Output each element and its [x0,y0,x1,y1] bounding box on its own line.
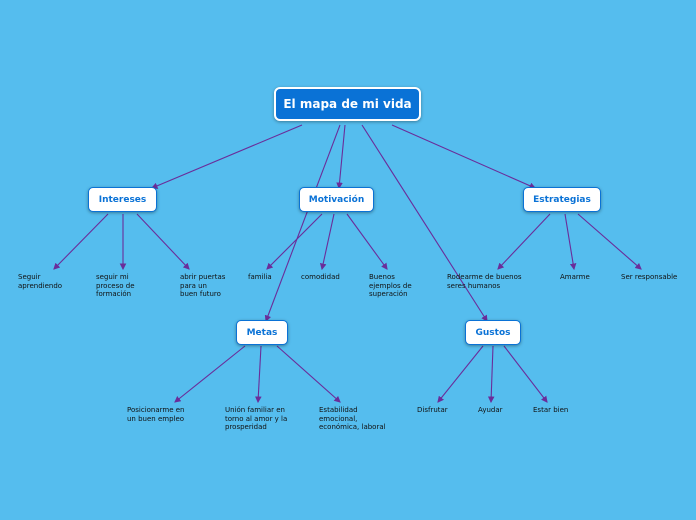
node-intereses[interactable]: Intereses [88,187,157,212]
link-estrategias-leaf-3 [577,213,642,270]
leaf-metas-1[interactable]: Posicionarme en un buen empleo [127,406,185,423]
leaf-gustos-1[interactable]: Disfrutar [417,406,448,414]
node-motivacion[interactable]: Motivación [299,187,374,212]
link-gustos-leaf-3 [503,345,548,403]
link-estrategias-leaf-2 [564,213,577,271]
link-root-intereses [150,124,303,189]
leaf-estrategias-1[interactable]: Rodearme de buenos seres humanos [447,273,522,290]
node-label: Motivación [308,194,365,205]
root-node[interactable]: El mapa de mi vida [274,87,421,121]
node-metas[interactable]: Metas [236,320,288,345]
link-motivacion-leaf-3 [346,213,388,270]
link-metas-leaf-2 [254,345,262,404]
leaf-estrategias-2[interactable]: Amarme [560,273,590,281]
link-root-motivacion [336,124,346,190]
leaf-intereses-2[interactable]: seguir mi proceso de formación [96,273,135,298]
link-root-estrategias [391,124,537,189]
leaf-motivacion-1[interactable]: familia [248,273,272,281]
node-label: Intereses [98,194,147,205]
leaf-metas-3[interactable]: Estabilidad emocional, económica, labora… [319,406,386,431]
leaf-gustos-3[interactable]: Estar bien [533,406,569,414]
link-metas-leaf-3 [276,345,341,403]
link-root-gustos [361,124,488,322]
link-root-metas [264,124,341,323]
node-label: Estrategias [533,194,591,205]
link-metas-leaf-1 [174,345,246,403]
leaf-motivacion-3[interactable]: Buenos ejemplos de superación [369,273,412,298]
link-motivacion-leaf-2 [319,213,335,271]
node-label: Metas [246,327,278,338]
leaf-metas-2[interactable]: Unión familiar en torno al amor y la pro… [225,406,288,431]
link-motivacion-leaf-1 [266,213,323,270]
link-intereses-leaf-3 [136,213,190,270]
leaf-gustos-2[interactable]: Ayudar [478,406,503,414]
leaf-estrategias-3[interactable]: Ser responsable [621,273,678,281]
node-gustos[interactable]: Gustos [465,320,521,345]
link-gustos-leaf-1 [437,345,484,403]
node-label: Gustos [475,327,511,338]
node-estrategias[interactable]: Estrategias [523,187,601,212]
root-title: El mapa de mi vida [283,97,412,111]
leaf-motivacion-2[interactable]: comodidad [301,273,340,281]
link-gustos-leaf-2 [487,345,495,404]
leaf-intereses-3[interactable]: abrir puertas para un buen futuro [180,273,226,298]
link-estrategias-leaf-1 [497,213,551,270]
leaf-intereses-1[interactable]: Seguir aprendiendo [18,273,63,290]
link-intereses-leaf-1 [53,213,109,270]
